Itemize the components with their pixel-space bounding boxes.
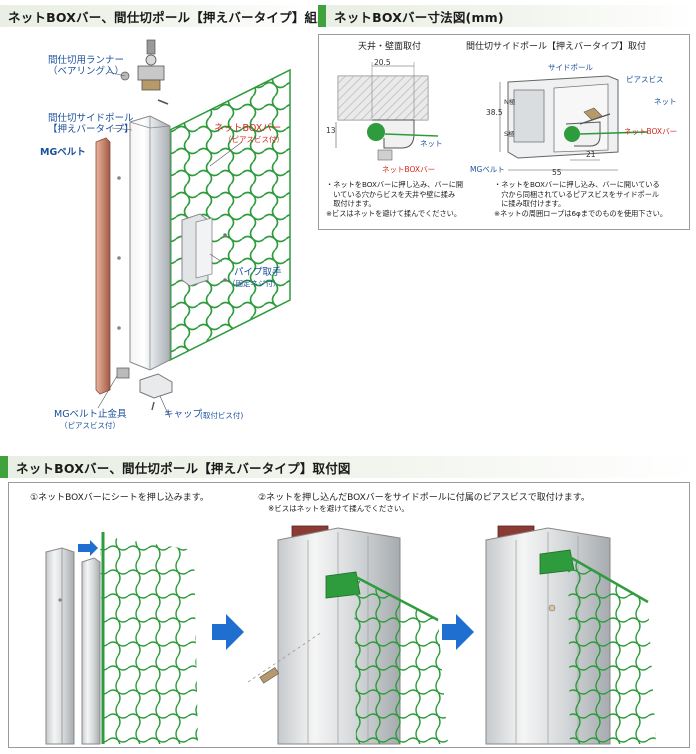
net-box-bar-sublabel: （ピアスビス付） bbox=[224, 135, 284, 144]
dimensions-section-header: ネットBOXバー寸法図(mm) bbox=[318, 5, 696, 27]
belt-stopper-sublabel: （ピアスビス付） bbox=[60, 421, 120, 430]
dim-20-5: 20.5 bbox=[374, 58, 391, 67]
step2-title: ②ネットを押し込んだBOXバーをサイドポールに付属のピアスビスで取付けます。 bbox=[258, 493, 590, 503]
header-accent-bar bbox=[0, 456, 8, 478]
mounting-steps-diagram bbox=[45, 525, 656, 745]
dimension-drawings bbox=[335, 62, 649, 171]
header-accent-bar bbox=[318, 5, 326, 27]
runner-part bbox=[120, 39, 169, 105]
assembly-diagram bbox=[95, 39, 291, 415]
step1-title: ①ネットBOXバーにシートを押し込みます。 bbox=[30, 493, 209, 503]
cap-sublabel: (取付ビス付) bbox=[200, 411, 244, 420]
mounting-section-header: ネットBOXバー、間仕切ポール【押えバータイプ】取付図 bbox=[0, 456, 696, 478]
step2-illustration bbox=[247, 525, 448, 745]
belt-screws bbox=[117, 176, 121, 330]
pipe-handle-label: パイプ取手 bbox=[234, 267, 282, 278]
dim-21: 21 bbox=[586, 150, 596, 159]
cap-part bbox=[139, 373, 173, 399]
ceiling-mount-drawing bbox=[335, 62, 439, 161]
assembly-header-title: ネットBOXバー、間仕切ポール【押えバータイプ】組立図 bbox=[8, 9, 343, 25]
dim-38-5: 38.5 bbox=[486, 108, 503, 117]
step1-illustration bbox=[45, 532, 198, 745]
assembly-section-header: ネットBOXバー、間仕切ポール【押えバータイプ】組立図 bbox=[0, 5, 342, 27]
side-pole-callout: サイドポール bbox=[548, 63, 593, 72]
net-box-bar-label: ネットBOXバー bbox=[214, 123, 282, 134]
net-callout-left: ネット bbox=[420, 139, 443, 148]
dim-13: 13 bbox=[326, 126, 336, 135]
belt-stopper-label: MGベルト止金具 bbox=[54, 409, 127, 420]
net-box-bar-callout-left: ネットBOXバー bbox=[382, 165, 436, 174]
cap-label: キャップ bbox=[164, 409, 203, 420]
s-pole-label: S極 bbox=[504, 130, 515, 138]
next-arrow-icon bbox=[212, 614, 244, 650]
mg-belt-part bbox=[95, 137, 111, 395]
side-pole-label: 間仕切サイドポール 【押えバータイプ】 bbox=[48, 113, 134, 135]
dimensions-header-title: ネットBOXバー寸法図(mm) bbox=[334, 9, 504, 25]
next-arrow-icon bbox=[442, 614, 474, 650]
pole-mount-title: 間仕切サイドポール【押えバータイプ】取付 bbox=[466, 42, 647, 52]
net-box-bar-callout-right: ネットBOXバー bbox=[624, 127, 678, 136]
side-pole-part bbox=[129, 115, 171, 371]
ceiling-mount-title: 天井・壁面取付 bbox=[358, 42, 422, 52]
push-arrow bbox=[78, 540, 98, 556]
mg-belt-label: MGベルト bbox=[40, 147, 86, 158]
belt-stopper-part bbox=[116, 367, 130, 379]
step2-note: ※ビスはネットを避けて揉んでください。 bbox=[268, 504, 409, 513]
ceiling-mount-note: ・ネットをBOXバーに押し込み、バーに開 いている穴からビスを天井や壁に揉み 取… bbox=[326, 180, 464, 219]
pole-mount-drawing bbox=[499, 75, 649, 171]
pole-mount-note: ・ネットをBOXバーに押し込み、バーに開いている 穴から同梱されているピアスビス… bbox=[494, 180, 668, 219]
piercing-screw-callout: ピアスビス bbox=[626, 75, 664, 84]
pipe-handle-sublabel: （固定ネジ付） bbox=[228, 279, 281, 288]
mounting-header-title: ネットBOXバー、間仕切ポール【押えバータイプ】取付図 bbox=[16, 460, 351, 476]
net-panel bbox=[169, 68, 291, 362]
mg-belt-callout: MGベルト bbox=[470, 165, 505, 174]
n-pole-label: N極 bbox=[504, 98, 516, 106]
pipe-handle-part bbox=[181, 213, 227, 287]
net-callout-right: ネット bbox=[654, 97, 677, 106]
step3-illustration bbox=[485, 525, 656, 745]
runner-label: 間仕切用ランナー （ベアリング入） bbox=[48, 55, 125, 77]
dim-55: 55 bbox=[552, 168, 562, 177]
